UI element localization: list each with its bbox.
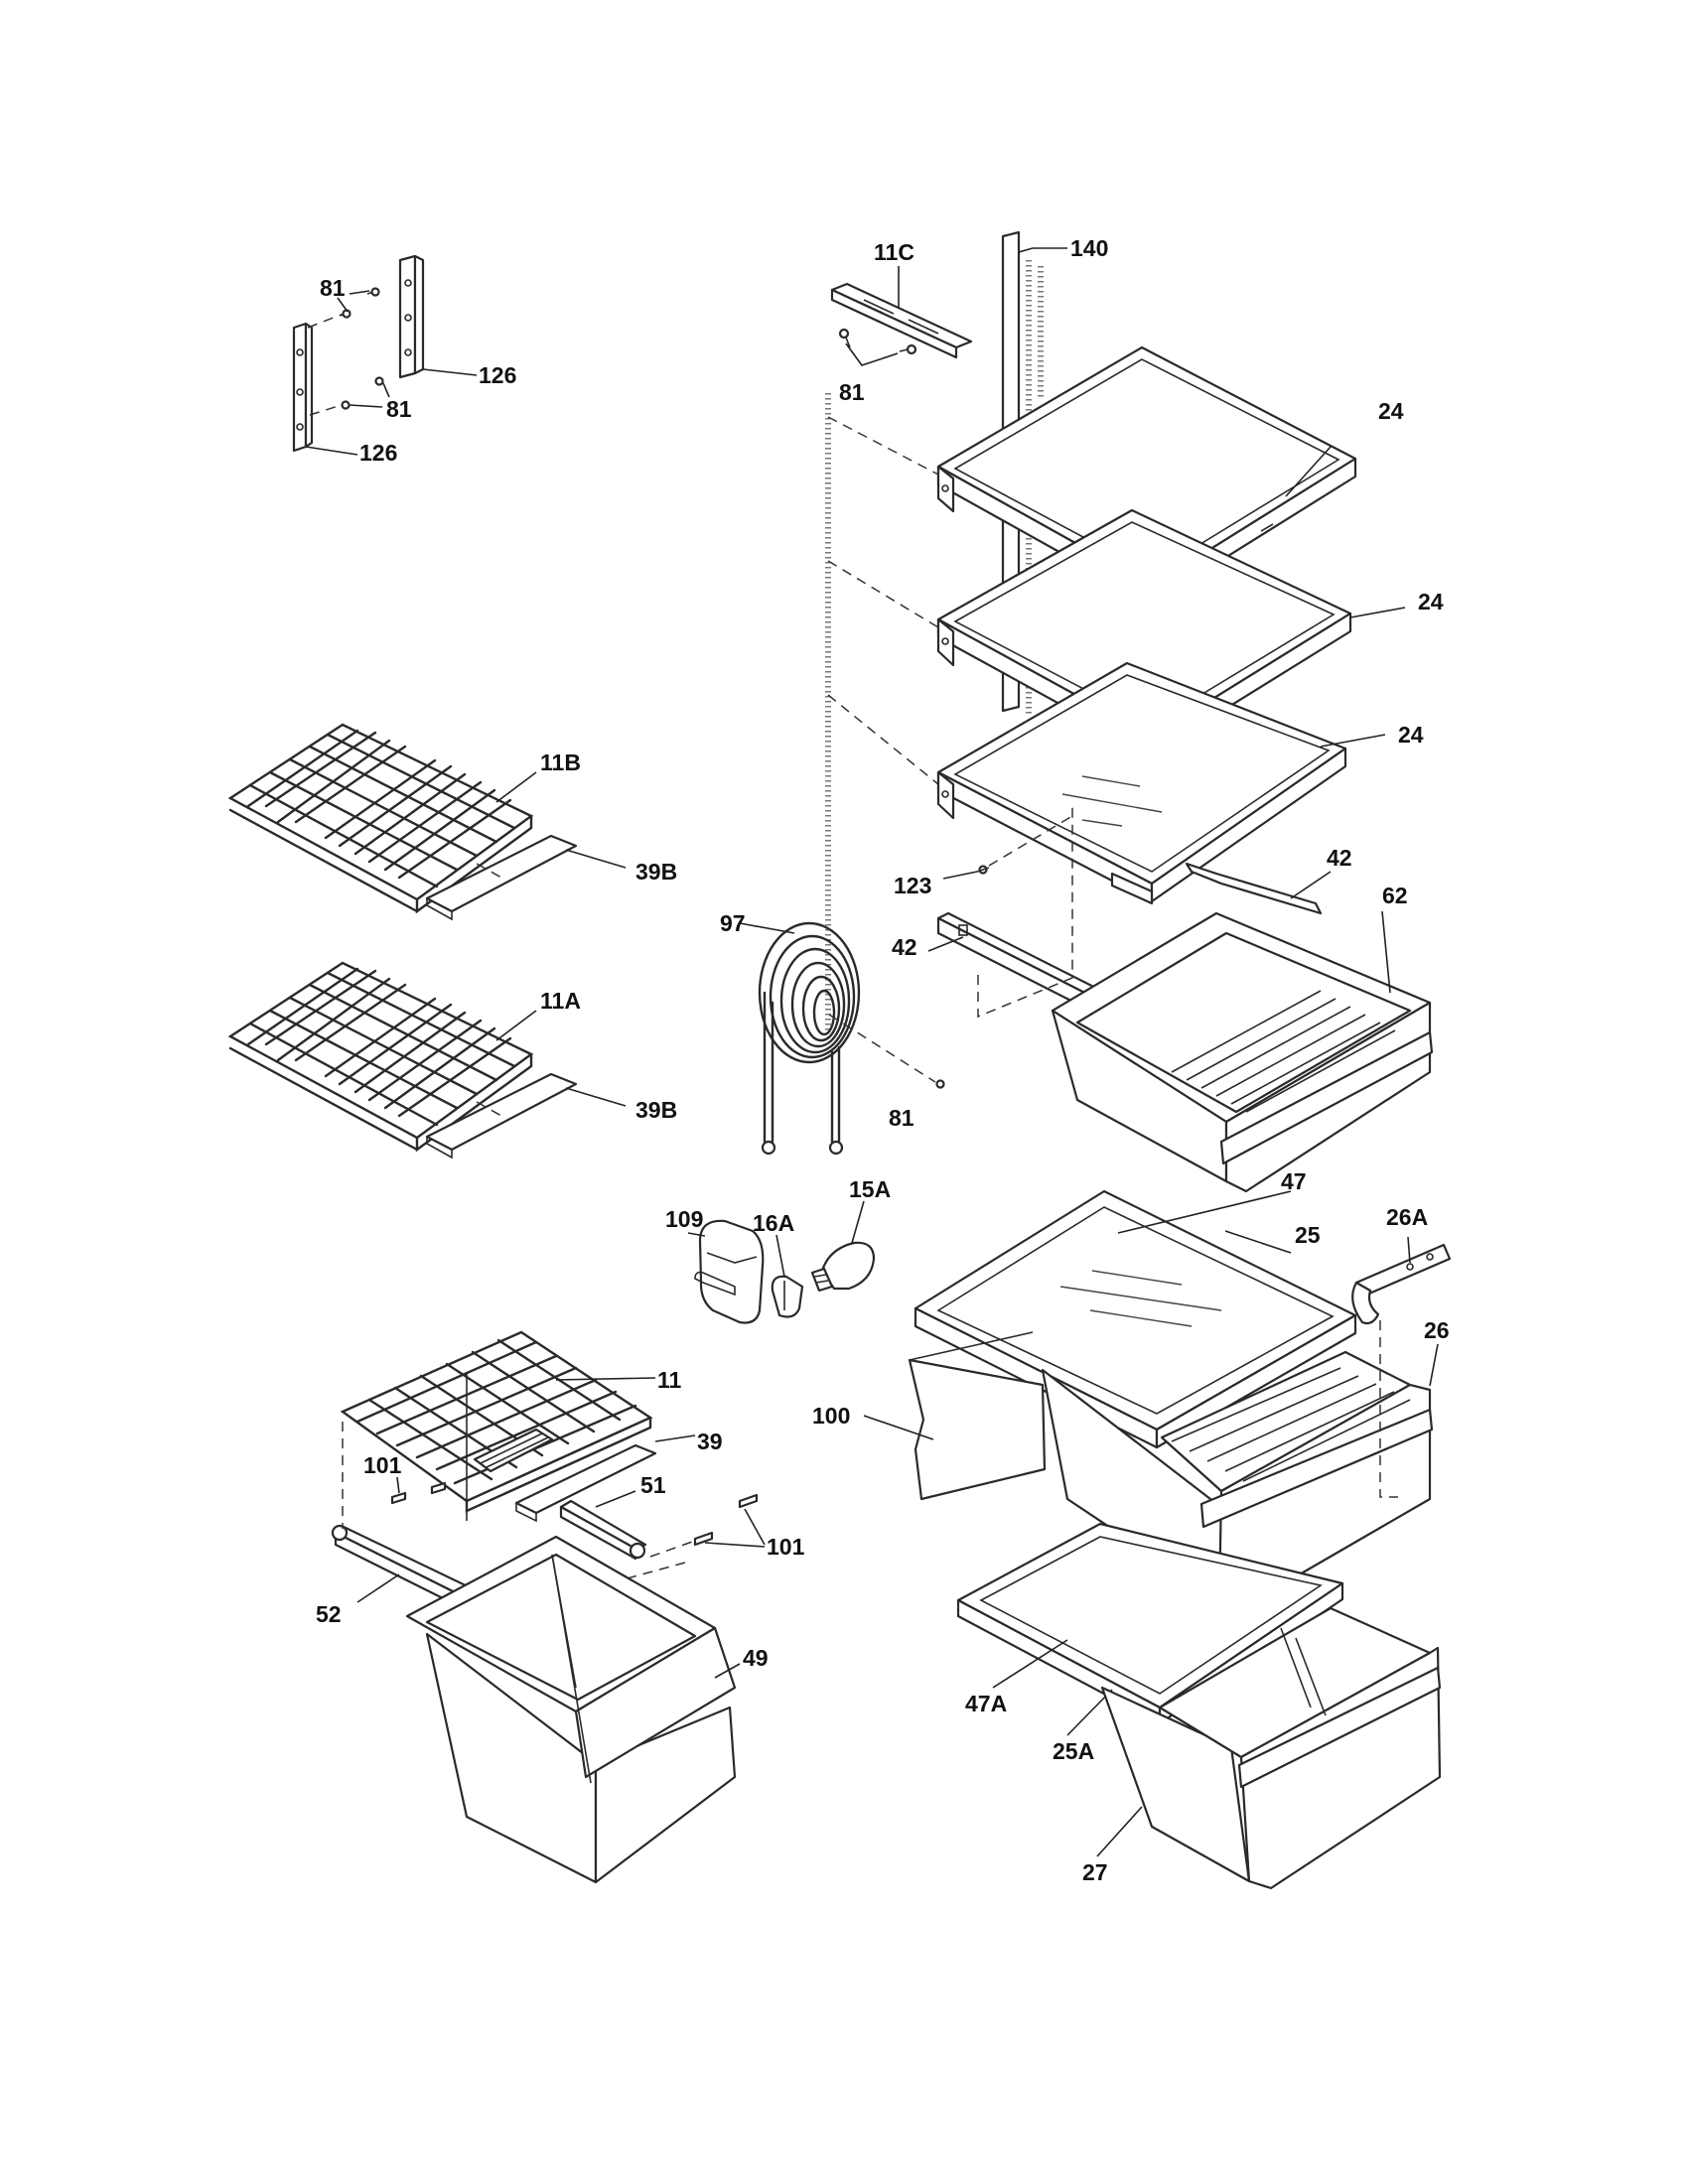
callout-26: 26 — [1424, 1317, 1450, 1343]
callout-109: 109 — [665, 1206, 703, 1232]
callout-100: 100 — [812, 1403, 850, 1429]
shelf-trim-39b-upper — [425, 834, 627, 921]
callout-81: 81 — [386, 396, 412, 422]
callout-39b: 39B — [635, 1097, 677, 1123]
shelf-rail-11c — [830, 266, 973, 359]
callout-51: 51 — [640, 1472, 666, 1498]
screw-123 — [942, 815, 1073, 880]
callout-24: 24 — [1378, 398, 1404, 424]
callout-11a: 11A — [540, 988, 581, 1014]
callout-16a: 16A — [753, 1210, 794, 1236]
callout-126: 126 — [479, 362, 516, 388]
screws-81-lower — [309, 376, 390, 416]
callout-26a: 26A — [1386, 1204, 1428, 1230]
wire-shelf-11 — [340, 1330, 656, 1521]
deli-drawer-49 — [405, 1535, 741, 1884]
callout-81: 81 — [839, 379, 865, 405]
callout-101: 101 — [363, 1452, 402, 1478]
callout-42: 42 — [1327, 845, 1352, 871]
callout-15a: 15A — [849, 1176, 891, 1202]
crisper-pan-27 — [1096, 1606, 1442, 1890]
cover-support-26a — [1351, 1236, 1452, 1325]
meat-pan-62 — [1051, 862, 1434, 1193]
callout-25a: 25A — [1053, 1738, 1094, 1764]
callout-81: 81 — [320, 275, 346, 301]
screws-81-rail — [838, 328, 917, 366]
wire-shelf-11b — [227, 723, 537, 914]
drawer-guide-assembly — [473, 1428, 554, 1473]
screws-81-upper — [307, 287, 380, 329]
shelf-front-trim-39 — [514, 1434, 696, 1523]
shelf-trim-39b-lower — [425, 1072, 627, 1160]
wire-shelf-11a — [227, 961, 537, 1153]
screws-101-left — [342, 1422, 447, 1529]
callout-39: 39 — [697, 1429, 723, 1454]
callout-11: 11 — [657, 1367, 682, 1393]
callout-52: 52 — [316, 1601, 342, 1627]
light-bulb-15a — [810, 1200, 876, 1293]
divider-panel-100 — [863, 1331, 1047, 1501]
dash-leaders-shelves — [827, 416, 939, 785]
callout-49: 49 — [743, 1645, 769, 1671]
callout-11b: 11B — [540, 750, 581, 775]
water-tube-coil-97 — [739, 921, 945, 1156]
callout-27: 27 — [1082, 1859, 1108, 1885]
callout-11c: 11C — [874, 239, 914, 265]
shelf-bracket-126-front — [292, 322, 358, 456]
drawer-rail-51 — [559, 1490, 647, 1561]
callout-62: 62 — [1382, 883, 1408, 908]
shelf-bracket-126-rear — [398, 254, 478, 379]
callout-25: 25 — [1295, 1222, 1321, 1248]
callout-126: 126 — [359, 440, 397, 466]
crisper-cover-glass-47 — [914, 1189, 1357, 1449]
callout-81: 81 — [889, 1105, 914, 1131]
callout-97: 97 — [720, 910, 746, 936]
light-shield-109 — [687, 1219, 765, 1324]
callout-24: 24 — [1398, 722, 1424, 748]
callout-labels: 81 126 81 126 11C 140 81 24 24 24 11B 39… — [316, 235, 1450, 1885]
lamp-socket-16a — [771, 1234, 804, 1318]
screws-101-right — [649, 1493, 766, 1558]
crisper-cover-frame-25 — [1224, 1230, 1292, 1254]
callout-140: 140 — [1070, 235, 1108, 261]
callout-47a: 47A — [965, 1691, 1007, 1716]
callout-47: 47 — [1281, 1168, 1307, 1194]
callout-24: 24 — [1418, 589, 1444, 614]
callout-39b: 39B — [635, 859, 677, 885]
glass-shelf-24-bottom — [936, 661, 1386, 905]
callout-101: 101 — [767, 1534, 805, 1560]
callout-42: 42 — [892, 934, 917, 960]
callout-123: 123 — [894, 873, 931, 898]
